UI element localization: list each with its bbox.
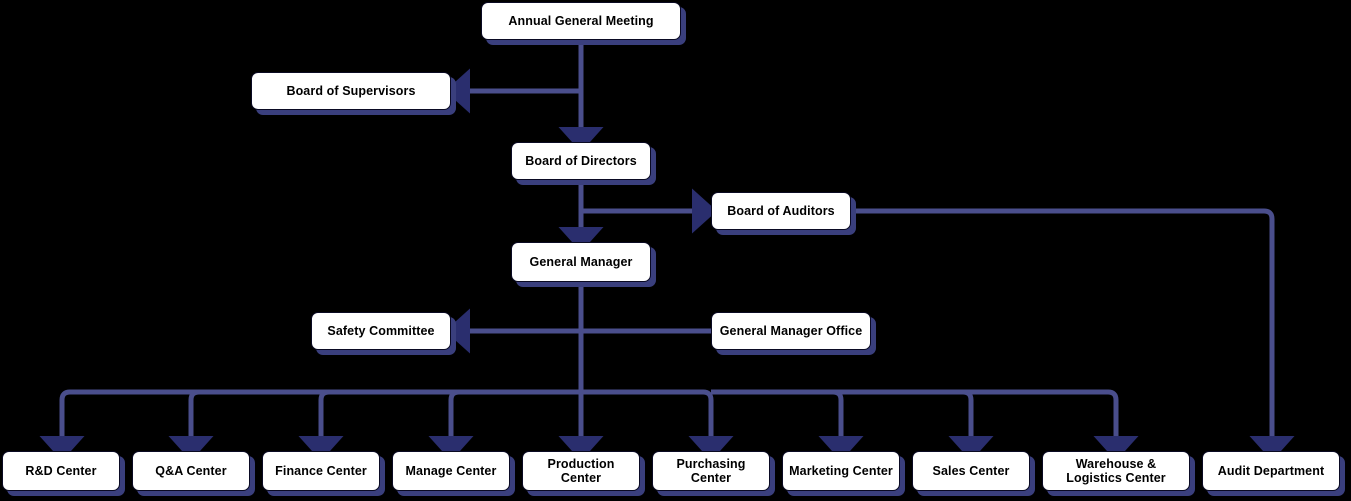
node-label: Manage Center	[405, 464, 497, 478]
node-board-of-auditors[interactable]: Board of Auditors	[711, 192, 851, 230]
node-label: Warehouse & Logistics Center	[1066, 457, 1166, 485]
node-label: Annual General Meeting	[508, 14, 654, 28]
edge-bus-to-finance	[298, 389, 344, 461]
edge-bus-to-rd	[39, 389, 581, 461]
edge-bus-to-warehouse	[711, 389, 1139, 461]
node-label: Board of Supervisors	[286, 84, 416, 98]
node-qa-center[interactable]: Q&A Center	[132, 451, 250, 491]
node-marketing-center[interactable]: Marketing Center	[782, 451, 900, 491]
node-production-center[interactable]: Production Center	[522, 451, 640, 491]
node-board-of-supervisors[interactable]: Board of Supervisors	[251, 72, 451, 110]
edge-bus-to-marketing	[818, 389, 864, 461]
edge-bus-to-sales	[948, 389, 994, 461]
edge-bus-to-purchasing	[581, 389, 734, 461]
edge-auditors-to-audit	[851, 208, 1295, 461]
node-label: General Manager Office	[719, 324, 863, 338]
node-label: Q&A Center	[155, 464, 227, 478]
node-label: General Manager	[529, 255, 633, 269]
node-label: Marketing Center	[789, 464, 893, 478]
node-label: Board of Directors	[525, 154, 637, 168]
node-label: R&D Center	[25, 464, 97, 478]
node-label: Safety Committee	[327, 324, 435, 338]
node-label: Board of Auditors	[727, 204, 835, 218]
node-warehouse-logistics-center[interactable]: Warehouse & Logistics Center	[1042, 451, 1190, 491]
node-label: Purchasing Center	[676, 457, 746, 485]
node-sales-center[interactable]: Sales Center	[912, 451, 1030, 491]
node-annual-general-meeting[interactable]: Annual General Meeting	[481, 2, 681, 40]
node-audit-department[interactable]: Audit Department	[1202, 451, 1340, 491]
node-board-of-directors[interactable]: Board of Directors	[511, 142, 651, 180]
node-label: Sales Center	[932, 464, 1010, 478]
node-label: Audit Department	[1217, 464, 1325, 478]
node-finance-center[interactable]: Finance Center	[262, 451, 380, 491]
node-label: Finance Center	[275, 464, 367, 478]
node-general-manager-office[interactable]: General Manager Office	[711, 312, 871, 350]
node-manage-center[interactable]: Manage Center	[392, 451, 510, 491]
node-general-manager[interactable]: General Manager	[511, 242, 651, 282]
node-label: Production Center	[547, 457, 615, 485]
node-safety-committee[interactable]: Safety Committee	[311, 312, 451, 350]
edge-bus-to-qa	[168, 389, 214, 461]
edge-bus-to-manage	[428, 389, 474, 461]
node-rd-center[interactable]: R&D Center	[2, 451, 120, 491]
node-purchasing-center[interactable]: Purchasing Center	[652, 451, 770, 491]
